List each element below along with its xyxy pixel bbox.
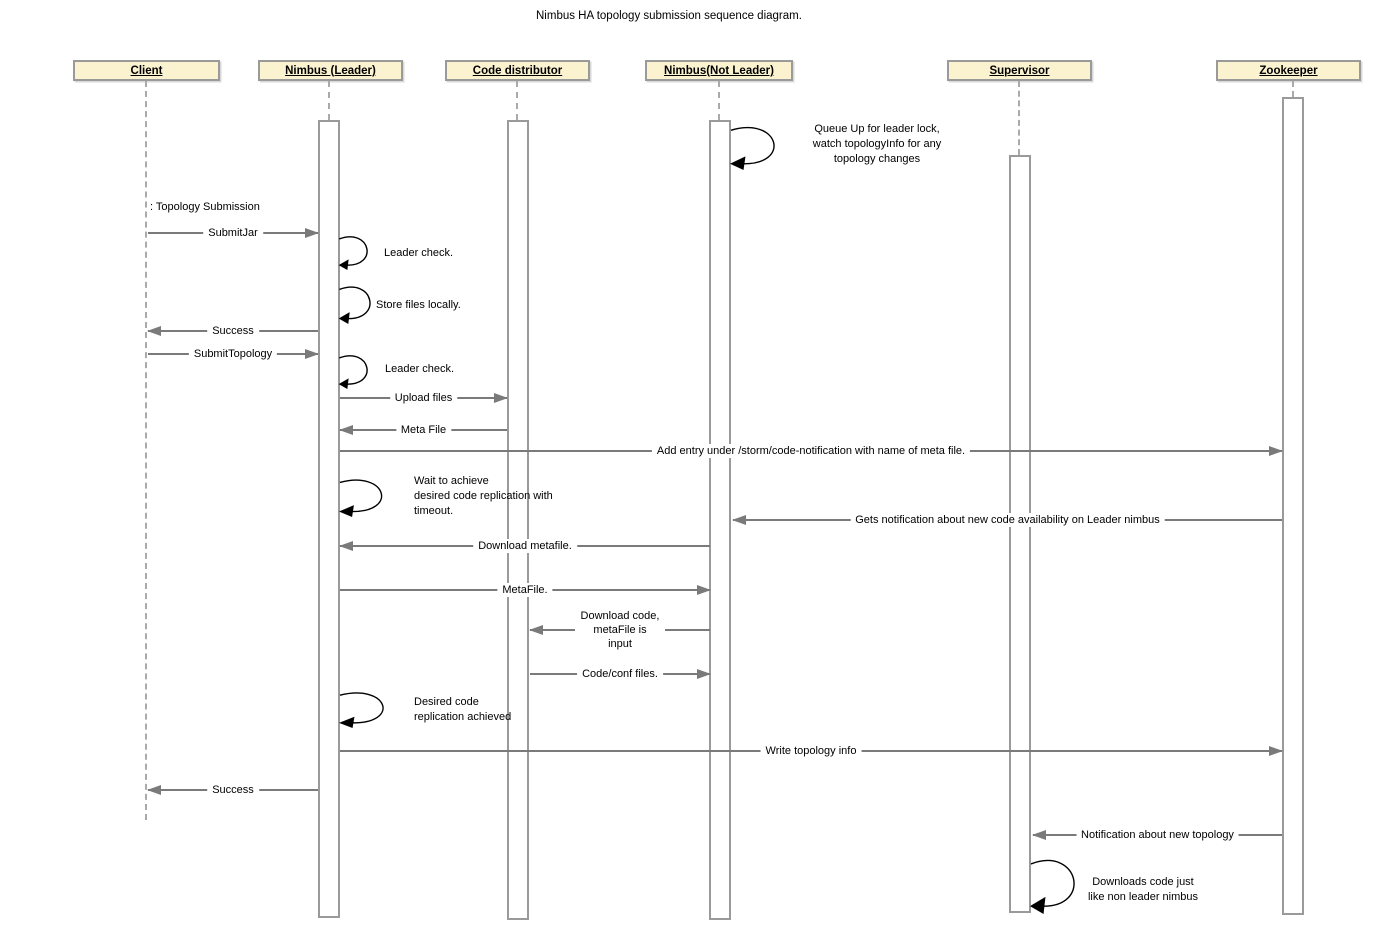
arrowhead-right-icon <box>1269 446 1283 456</box>
arrowhead-right-icon <box>1269 746 1283 756</box>
message-label-wait-replication: Wait to achieve desired code replication… <box>414 475 553 517</box>
message-label: Download code, metaFile is input <box>575 609 665 651</box>
annotation-topology-submission: : Topology Submission <box>150 201 260 213</box>
message-label-queue-up: Queue Up for leader lock, watch topology… <box>812 123 942 165</box>
lifeline-zookeeper <box>1292 81 1294 97</box>
message-label-downloads-code: Downloads code just like non leader nimb… <box>1087 876 1199 903</box>
self-loop-arrow-leader-check-2 <box>338 353 378 389</box>
lifeline-nimbus-not-leader <box>718 81 720 120</box>
message-label-store-files: Store files locally. <box>376 299 461 311</box>
actor-nimbus-leader: Nimbus (Leader) <box>258 60 403 81</box>
arrowhead-left-icon <box>1032 830 1046 840</box>
message-label-leader-check-2: Leader check. <box>385 363 455 375</box>
lifeline-code-distributor <box>516 81 518 120</box>
actor-supervisor: Supervisor <box>947 60 1092 81</box>
message-label: Success <box>207 324 259 338</box>
message-label: Upload files <box>389 391 458 405</box>
arrowhead-right-icon <box>697 585 711 595</box>
message-label: Write topology info <box>760 744 862 758</box>
arrowhead-right-icon <box>697 669 711 679</box>
arrowhead-left-icon <box>339 541 353 551</box>
message-label: Add entry under /storm/code-notification… <box>651 444 971 458</box>
activation-bar-zookeeper <box>1282 97 1304 915</box>
self-loop-arrow-leader-check-1 <box>338 234 378 270</box>
self-loop-arrow-wait-replication <box>338 477 398 517</box>
activation-bar-supervisor <box>1009 155 1031 913</box>
lifeline-nimbus-leader <box>328 81 330 120</box>
actor-code-distributor: Code distributor <box>445 60 590 81</box>
message-label: Download metafile. <box>473 539 577 553</box>
arrowhead-left-icon <box>339 425 353 435</box>
self-loop-arrow-desired-replication <box>338 690 400 728</box>
arrowhead-left-icon <box>529 625 543 635</box>
message-label: Gets notification about new code availab… <box>850 513 1165 527</box>
actor-nimbus-not-leader: Nimbus(Not Leader) <box>645 60 793 81</box>
arrowhead-left-icon <box>732 515 746 525</box>
self-loop-arrow-downloads-code <box>1029 856 1091 914</box>
lifeline-supervisor <box>1018 81 1020 155</box>
message-label: Meta File <box>395 423 452 437</box>
actor-zookeeper: Zookeeper <box>1216 60 1361 81</box>
message-label-leader-check-1: Leader check. <box>384 247 454 259</box>
arrowhead-right-icon <box>305 228 319 238</box>
arrowhead-right-icon <box>494 393 508 403</box>
message-label: SubmitJar <box>203 226 263 240</box>
self-loop-arrow-queue-up <box>729 124 791 170</box>
message-label: Code/conf files. <box>577 667 663 681</box>
lifeline-client <box>145 81 147 820</box>
arrowhead-right-icon <box>305 349 319 359</box>
actor-client: Client <box>73 60 220 81</box>
message-label: Success <box>207 783 259 797</box>
message-label-desired-replication: Desired code replication achieved <box>414 696 512 723</box>
activation-bar-code-distributor <box>507 120 529 920</box>
self-loop-arrow-store-files <box>338 284 382 324</box>
activation-bar-nimbus-not-leader <box>709 120 731 920</box>
message-label: Notification about new topology <box>1076 828 1239 842</box>
arrowhead-left-icon <box>147 326 161 336</box>
message-label: SubmitTopology <box>188 347 278 361</box>
message-label: MetaFile. <box>497 583 553 597</box>
activation-bar-nimbus-leader <box>318 120 340 918</box>
diagram-title: Nimbus HA topology submission sequence d… <box>536 10 802 22</box>
arrowhead-left-icon <box>147 785 161 795</box>
